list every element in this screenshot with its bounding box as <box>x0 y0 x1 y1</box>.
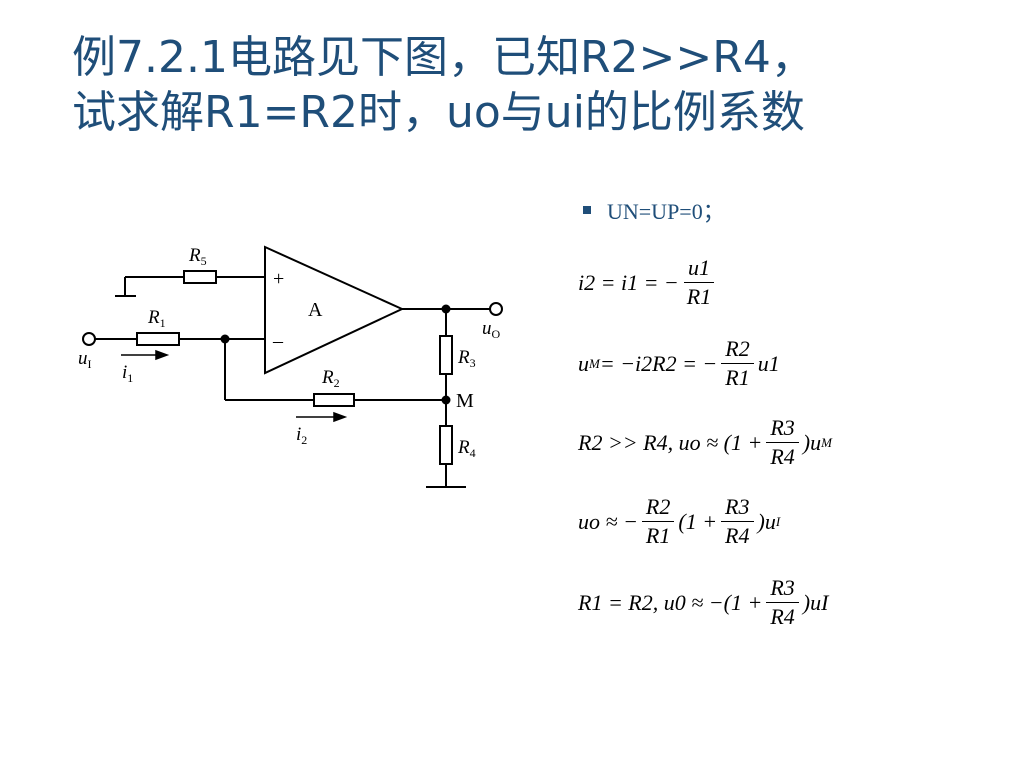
eq4-lhs: uo ≈ − <box>578 508 638 534</box>
label-minus: – <box>272 330 284 352</box>
eq1-numerator: u1 <box>683 255 714 283</box>
bullet-item: UN=UP=0； <box>583 194 725 226</box>
label-amp: A <box>308 299 323 321</box>
svg-text:R4: R4 <box>457 437 476 460</box>
label-plus: + <box>273 268 284 290</box>
eq3-numerator: R3 <box>766 415 799 443</box>
label-i2-sub: 2 <box>301 433 307 447</box>
svg-text:i2: i2 <box>296 424 307 447</box>
node-output <box>441 304 451 314</box>
slide-title: 例7.2.1电路见下图，已知R2>>R4， 试求解R1=R2时，uo与ui的比例… <box>72 30 1002 140</box>
eq3-tail-sub: M <box>821 434 832 450</box>
label-ui-sub: I <box>88 357 92 371</box>
eq4-fraction-1: R2 R1 <box>641 494 675 549</box>
equation-5: R1 = R2, u0 ≈ −(1 + R3 R4 )uI <box>578 575 828 630</box>
op-amp-triangle <box>264 245 405 375</box>
bullet-text: UN=UP=0； <box>607 199 725 224</box>
eq5-tail: )uI <box>802 589 829 615</box>
svg-text:R5: R5 <box>188 245 207 268</box>
node-inverting <box>220 334 230 344</box>
eq1-fraction: u1 R1 <box>683 255 715 310</box>
eq4-numerator-1: R2 <box>641 494 675 522</box>
eq1-lhs: i2 = i1 = − <box>578 269 679 295</box>
eq4-denominator-2: R4 <box>725 523 750 548</box>
eq4-tail-sub: I <box>775 513 781 529</box>
label-i2: i <box>296 424 301 445</box>
eq3-tail-var: )u <box>802 429 822 455</box>
resistor-r1 <box>136 332 180 346</box>
label-r3: R <box>457 347 470 368</box>
label-node-m: M <box>456 390 474 412</box>
eq4-fraction-2: R3 R4 <box>721 494 754 549</box>
svg-text:R2: R2 <box>321 367 340 390</box>
eq3-denominator: R4 <box>770 444 795 469</box>
eq2-numerator: R2 <box>721 336 754 364</box>
svg-text:R3: R3 <box>457 347 476 370</box>
resistor-r2 <box>313 393 355 407</box>
eq5-fraction: R3 R4 <box>766 575 799 630</box>
eq5-numerator: R3 <box>766 575 799 603</box>
label-r4-sub: 4 <box>470 446 476 460</box>
label-r4: R <box>457 437 470 458</box>
eq1-denominator: R1 <box>686 284 712 309</box>
eq2-denominator: R1 <box>725 365 750 390</box>
eq2-lhs-var: u <box>578 350 589 376</box>
label-uo: u <box>482 318 492 339</box>
circuit-diagram: R5 R1 R2 R3 R4 + – A uO uI i1 i2 M <box>78 245 503 488</box>
label-r3-sub: 3 <box>470 356 476 370</box>
label-r1-sub: 1 <box>160 316 166 330</box>
output-terminal <box>489 302 503 316</box>
resistor-r4 <box>439 425 453 465</box>
label-i1-sub: 1 <box>127 371 133 385</box>
node-m <box>441 395 451 405</box>
title-line-1: 例7.2.1电路见下图，已知R2>>R4， <box>72 32 815 83</box>
label-ui: u <box>78 348 88 369</box>
eq3-lhs: R2 >> R4, uo ≈ (1 + <box>578 429 763 455</box>
svg-text:uO: uO <box>482 318 501 341</box>
eq4-mid: (1 + <box>678 508 718 534</box>
eq5-lhs: R1 = R2, u0 ≈ −(1 + <box>578 589 763 615</box>
label-i1: i <box>122 362 127 383</box>
svg-text:R1: R1 <box>147 307 166 330</box>
label-r2: R <box>321 367 334 388</box>
title-line-2: 试求解R1=R2时，uo与ui的比例系数 <box>72 87 805 138</box>
label-uo-sub: O <box>492 327 501 341</box>
resistor-r5 <box>183 270 217 284</box>
svg-text:i1: i1 <box>122 362 133 385</box>
label-r5-sub: 5 <box>201 254 207 268</box>
eq4-numerator-2: R3 <box>721 494 754 522</box>
input-terminal <box>82 332 96 346</box>
eq4-denominator-1: R1 <box>645 523 671 548</box>
eq2-mid: = −i2R2 = − <box>599 350 718 376</box>
bullet-square-icon <box>583 206 591 214</box>
label-r1: R <box>147 307 160 328</box>
eq3-fraction: R3 R4 <box>766 415 799 470</box>
label-r2-sub: 2 <box>334 376 340 390</box>
eq2-tail: u1 <box>757 350 780 376</box>
label-r5: R <box>188 245 201 266</box>
resistor-r3 <box>439 335 453 375</box>
eq2-fraction: R2 R1 <box>721 336 754 391</box>
eq2-lhs-sub: M <box>589 355 600 371</box>
svg-text:uI: uI <box>78 348 92 371</box>
eq4-tail-var: )u <box>757 508 776 534</box>
eq5-denominator: R4 <box>770 604 795 629</box>
equation-1: i2 = i1 = − u1 R1 <box>578 255 719 310</box>
